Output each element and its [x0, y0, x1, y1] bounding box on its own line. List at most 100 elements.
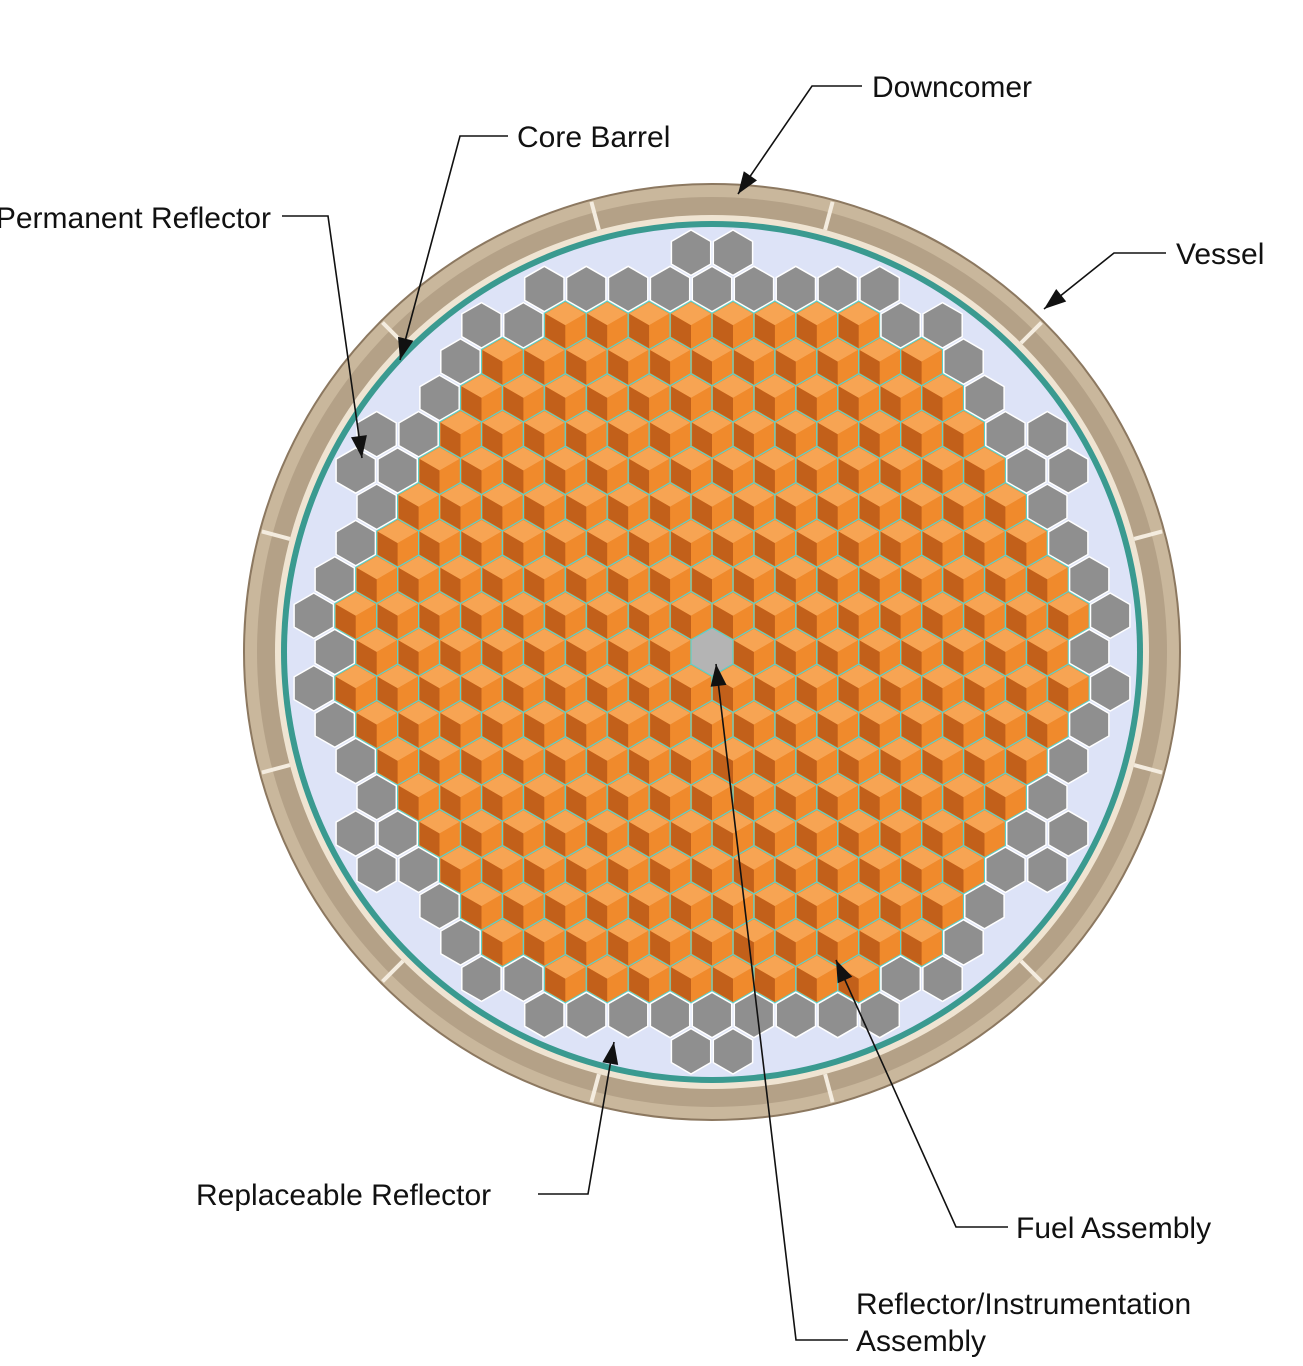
fuel-block-face-top — [524, 556, 565, 580]
fuel-block-face-right — [481, 386, 502, 421]
fuel-block-face-left — [587, 967, 608, 1002]
fuel-block-face-right — [691, 822, 711, 857]
fuel-block-face-right — [733, 386, 753, 421]
fuel-block-face-right — [879, 350, 900, 385]
fuel-block-face-right — [565, 822, 586, 857]
fuel-block-face-top — [671, 374, 711, 398]
fuel-block-face-left — [943, 567, 964, 603]
fuel-block-face-right — [942, 676, 963, 712]
fuel-block-face-left — [880, 749, 901, 784]
fuel-block-face-left — [671, 604, 691, 639]
fuel-block-face-left — [608, 713, 629, 748]
fuel-block-face-left — [692, 567, 712, 603]
fuel-block-face-left — [692, 713, 712, 748]
fuel-block-face-right — [795, 350, 816, 385]
fuel-block-face-top — [817, 846, 858, 870]
fuel-block-face-left — [419, 459, 440, 494]
fuel-block-face-left — [985, 495, 1006, 530]
fuel-block-face-right — [942, 894, 963, 930]
replaceable-reflector-block — [335, 446, 377, 495]
fuel-block-face-right — [837, 713, 858, 748]
fuel-block-face-left — [964, 531, 985, 567]
fuel-block-face-left — [503, 531, 524, 567]
fuel-block-face-top — [419, 810, 460, 834]
fuel-block-face-top — [671, 810, 711, 834]
fuel-block-face-right — [607, 894, 628, 930]
replaceable-reflector-block — [922, 955, 963, 1003]
replaceable-reflector-block — [943, 918, 984, 966]
fuel-block-face-right — [942, 459, 963, 494]
fuel-block-face-right — [628, 640, 649, 675]
fuel-block-face-left — [503, 386, 524, 421]
fuel-block-face-top — [482, 629, 523, 652]
fuel-block-face-right — [439, 531, 460, 567]
fuel-block-face-top — [964, 665, 1005, 689]
fuel-block-face-left — [859, 567, 880, 603]
fuel-block-face-right — [628, 567, 649, 603]
fuel-block-face-right — [942, 386, 963, 421]
fuel-block-face-top — [922, 592, 963, 616]
fuel-block-face-left — [943, 422, 964, 458]
fuel-block-face-right — [607, 604, 628, 639]
fuel-block-face-right — [879, 422, 900, 458]
fuel-block-face-left — [356, 567, 377, 603]
fuel-block-face-left — [587, 531, 608, 567]
fuel-block-face-left — [838, 531, 859, 567]
fuel-block-face-right — [879, 930, 900, 966]
fuel-block-face-left — [775, 350, 796, 385]
fuel-block-face-right — [879, 640, 900, 675]
replaceable-reflector-block — [1026, 483, 1068, 531]
fuel-block-face-top — [398, 483, 439, 507]
fuel-block-face-left — [713, 604, 733, 639]
fuel-block-face-left — [671, 749, 691, 784]
fuel-block-face-right — [816, 894, 837, 930]
fuel-block-face-right — [942, 531, 963, 567]
permanent-reflector-label: Permanent Reflector — [0, 202, 271, 235]
fuel-block-face-left — [734, 713, 754, 748]
fuel-block-face-right — [586, 858, 607, 893]
fuel-block-face-left — [398, 495, 419, 530]
fuel-block-face-right — [418, 495, 439, 530]
replaceable-reflector-block — [712, 1027, 754, 1075]
fuel-block-face-right — [712, 858, 732, 893]
fuel-block-face-left — [775, 930, 796, 966]
fuel-block-face-right — [649, 386, 669, 421]
fuel-block-face-left — [880, 386, 901, 421]
fuel-block-face-right — [921, 422, 942, 458]
fuel-block-face-left — [964, 822, 985, 857]
fuel-block-face-right — [900, 604, 921, 639]
replaceable-reflector-block — [775, 265, 817, 313]
fuel-block-face-top — [419, 592, 460, 616]
fuel-block-face-left — [461, 676, 482, 712]
fuel-block-face-left — [440, 858, 461, 893]
replaceable-reflector-block — [502, 301, 544, 349]
fuel-block-face-left — [901, 495, 922, 530]
fuel-block-face-left — [524, 495, 545, 530]
fuel-block-face-right — [879, 858, 900, 893]
fuel-block-face-right — [439, 822, 460, 857]
fuel-block-face-right — [900, 822, 921, 857]
fuel-block-face-right — [1068, 604, 1089, 639]
replaceable-reflector-block — [733, 991, 775, 1039]
vessel-support-lug — [1019, 959, 1043, 983]
fuel-block-face-right — [481, 822, 502, 857]
replaceable-reflector-block — [1068, 701, 1110, 749]
fuel-block-face-top — [713, 737, 753, 761]
fuel-block-face-right — [544, 567, 565, 603]
fuel-block-face-top — [440, 629, 481, 652]
fuel-block-face-top — [713, 665, 753, 689]
fuel-block-face-left — [859, 422, 880, 458]
fuel-block-face-left — [482, 785, 503, 821]
fuel-block-face-left — [629, 459, 650, 494]
fuel-block-face-left — [587, 822, 608, 857]
fuel-block-face-right — [816, 676, 837, 712]
vessel-support-lug — [823, 201, 835, 231]
fuel-block-face-right — [607, 386, 628, 421]
fuel-block-face-right — [733, 459, 753, 494]
fuel-block-face-right — [733, 749, 753, 784]
fuel-block-face-left — [1006, 749, 1027, 784]
fuel-block-face-top — [817, 338, 858, 362]
fuel-block-face-left — [461, 604, 482, 639]
fuel-block-face-left — [587, 894, 608, 930]
fuel-block-face-top — [859, 483, 900, 507]
